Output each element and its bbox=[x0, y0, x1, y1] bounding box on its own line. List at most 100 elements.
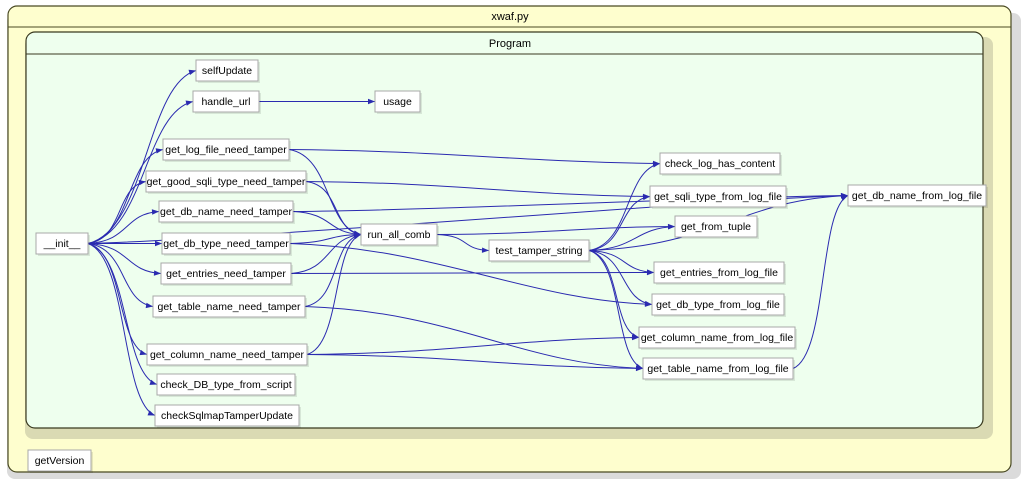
node-box[interactable] bbox=[152, 295, 306, 318]
arrow-head-icon bbox=[155, 240, 162, 247]
node-box[interactable] bbox=[192, 90, 260, 113]
node-box[interactable] bbox=[156, 373, 296, 396]
call-edge bbox=[288, 149, 362, 235]
graph-node-run_all_comb[interactable]: run_all_comb bbox=[360, 223, 439, 247]
node-box[interactable] bbox=[195, 59, 259, 82]
graph-node-get_from_tuple[interactable]: get_from_tuple bbox=[674, 215, 759, 239]
node-box[interactable] bbox=[649, 185, 787, 208]
graph-node-get_db_name_need_tamper[interactable]: get_db_name_need_tamper bbox=[158, 200, 295, 224]
graph-node-get_column_name_from_log_file[interactable]: get_column_name_from_log_file bbox=[638, 326, 797, 350]
graph-node-get_sqli_type_from_log_file[interactable]: get_sqli_type_from_log_file bbox=[649, 185, 788, 209]
arrow-head-icon bbox=[149, 379, 157, 385]
graph-node-test_tamper_string[interactable]: test_tamper_string bbox=[488, 239, 591, 263]
node-layer: selfUpdate handle_url usage get_log_file_ne… bbox=[27, 59, 988, 473]
node-box[interactable] bbox=[488, 239, 590, 262]
graph-node-get_table_name_from_log_file[interactable]: get_table_name_from_log_file bbox=[642, 357, 795, 381]
arrow-head-icon bbox=[368, 98, 375, 105]
graph-node-check_log_has_content[interactable]: check_log_has_content bbox=[659, 152, 782, 176]
node-box[interactable] bbox=[158, 200, 294, 223]
graph-node-get_log_file_need_tamper[interactable]: get_log_file_need_tamper bbox=[162, 138, 291, 162]
call-edge bbox=[87, 211, 160, 244]
node-label: check_log_has_content bbox=[665, 158, 775, 170]
node-label: get_table_name_need_tamper bbox=[157, 301, 301, 313]
node-box[interactable] bbox=[847, 184, 987, 207]
call-edge bbox=[588, 250, 640, 338]
call-edge bbox=[292, 211, 362, 235]
graph-node-get_table_name_need_tamper[interactable]: get_table_name_need_tamper bbox=[152, 295, 307, 319]
call-edge bbox=[292, 195, 849, 212]
arrow-head-icon bbox=[644, 300, 652, 307]
call-edge bbox=[588, 250, 653, 305]
call-edge bbox=[306, 337, 640, 355]
node-label: get_column_name_from_log_file bbox=[641, 332, 794, 344]
graph-node-get_column_name_need_tamper[interactable]: get_column_name_need_tamper bbox=[146, 343, 309, 367]
node-box[interactable] bbox=[642, 357, 794, 380]
arrow-head-icon bbox=[151, 209, 159, 215]
node-box[interactable] bbox=[360, 223, 438, 246]
call-edge bbox=[306, 354, 644, 369]
node-box[interactable] bbox=[145, 170, 307, 193]
node-box[interactable] bbox=[162, 138, 290, 161]
call-edge bbox=[87, 101, 194, 244]
node-label: check_DB_type_from_script bbox=[160, 379, 291, 391]
node-label: get_table_name_from_log_file bbox=[647, 363, 788, 375]
node-box[interactable] bbox=[374, 90, 421, 113]
arrow-head-icon bbox=[188, 69, 196, 75]
call-edge bbox=[304, 306, 644, 369]
graph-node-checkSqlmapTamperUpdate[interactable]: checkSqlmapTamperUpdate bbox=[154, 404, 301, 428]
node-label: get_column_name_need_tamper bbox=[150, 349, 305, 361]
node-label: get_db_name_from_log_file bbox=[852, 190, 982, 202]
arrow-head-icon bbox=[652, 162, 660, 168]
node-box[interactable] bbox=[653, 261, 785, 284]
node-box[interactable] bbox=[651, 293, 785, 316]
arrow-head-icon bbox=[642, 194, 650, 201]
graph-node-handle_url[interactable]: handle_url bbox=[192, 90, 261, 114]
node-label: checkSqlmapTamperUpdate bbox=[161, 410, 293, 422]
graph-node-selfUpdate[interactable]: selfUpdate bbox=[195, 59, 260, 83]
arrow-head-icon bbox=[631, 333, 639, 339]
call-edge bbox=[588, 196, 651, 251]
call-edge bbox=[305, 181, 362, 235]
graph-node-get_good_sqli_type_need_tamper[interactable]: get_good_sqli_type_need_tamper bbox=[145, 170, 308, 194]
call-edge bbox=[588, 226, 676, 251]
node-label: get_entries_need_tamper bbox=[166, 268, 286, 280]
graph-node-get_db_name_from_log_file[interactable]: get_db_name_from_log_file bbox=[847, 184, 988, 208]
arrow-head-icon bbox=[840, 195, 848, 201]
node-box[interactable] bbox=[659, 152, 781, 175]
node-box[interactable] bbox=[146, 343, 308, 366]
call-edge bbox=[87, 243, 156, 416]
arrow-head-icon bbox=[353, 234, 361, 240]
graph-node-getVersion[interactable]: getVersion bbox=[27, 449, 93, 473]
node-box[interactable] bbox=[27, 449, 92, 472]
node-box[interactable] bbox=[638, 326, 796, 349]
graph-node-get_db_type_from_log_file[interactable]: get_db_type_from_log_file bbox=[651, 293, 786, 317]
graph-node-__init__[interactable]: __init__ bbox=[35, 232, 90, 256]
call-edge bbox=[588, 250, 644, 369]
node-label: usage bbox=[383, 96, 412, 108]
arrow-head-icon bbox=[145, 302, 153, 309]
node-box[interactable] bbox=[674, 215, 758, 238]
call-edge bbox=[436, 226, 676, 235]
graph-node-get_db_type_need_tamper[interactable]: get_db_type_need_tamper bbox=[161, 232, 292, 256]
arrow-head-icon bbox=[147, 410, 155, 416]
call-edge bbox=[588, 250, 655, 273]
graph-node-usage[interactable]: usage bbox=[374, 90, 422, 114]
node-box[interactable] bbox=[35, 232, 89, 255]
node-box[interactable] bbox=[161, 232, 291, 255]
call-edge bbox=[792, 195, 849, 369]
node-label: getVersion bbox=[35, 455, 85, 467]
graph-node-get_entries_need_tamper[interactable]: get_entries_need_tamper bbox=[160, 262, 293, 286]
graph-node-check_DB_type_from_script[interactable]: check_DB_type_from_script bbox=[156, 373, 297, 397]
node-box[interactable] bbox=[154, 404, 300, 427]
node-label: handle_url bbox=[201, 96, 250, 108]
graph-node-get_entries_from_log_file[interactable]: get_entries_from_log_file bbox=[653, 261, 786, 285]
call-edge bbox=[87, 181, 147, 244]
call-edge bbox=[290, 272, 655, 274]
call-edge bbox=[289, 234, 362, 244]
node-box[interactable] bbox=[160, 262, 292, 285]
node-label: get_log_file_need_tamper bbox=[165, 144, 287, 156]
node-label: get_db_type_from_log_file bbox=[656, 299, 780, 311]
node-label: run_all_comb bbox=[367, 229, 430, 241]
node-label: get_sqli_type_from_log_file bbox=[654, 191, 782, 203]
